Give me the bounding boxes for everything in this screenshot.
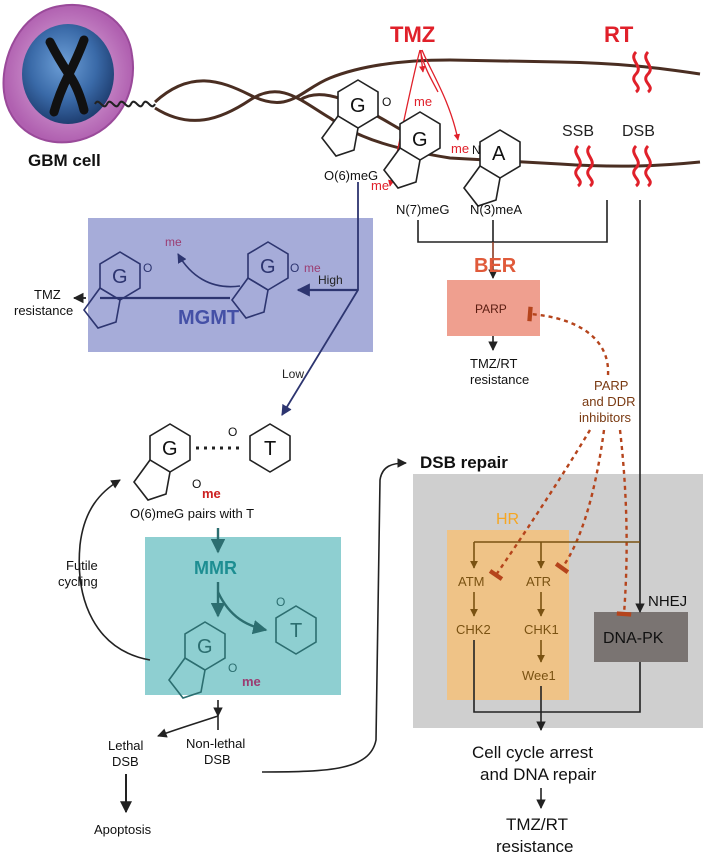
chk2-label: CHK2 xyxy=(456,622,491,637)
chk2-down-line xyxy=(473,640,641,713)
mgmt-substrate-base xyxy=(230,241,289,319)
o6meg-g: G xyxy=(350,95,366,117)
nonlethal-to-dsb-repair xyxy=(261,458,407,773)
rt-label: RT xyxy=(604,22,634,47)
n3mea-n: N xyxy=(472,143,481,157)
ssb-label: SSB xyxy=(562,123,594,140)
hr-label: HR xyxy=(496,511,519,528)
tmz-label: TMZ xyxy=(390,22,435,47)
o6meg-label-top: O(6)meG xyxy=(324,168,378,183)
atm-label: ATM xyxy=(458,574,484,589)
wee1-label: Wee1 xyxy=(522,668,556,683)
inhibitor-to-atr xyxy=(554,429,606,574)
dsb-label-top: DSB xyxy=(622,123,655,140)
tmz-resistance-line2: resistance xyxy=(14,303,73,318)
nonlethal-dsb-line1: Non-lethal xyxy=(186,736,245,751)
mmr-me: me xyxy=(242,674,261,689)
mgmt-substrate-g: G xyxy=(260,256,276,278)
parp-box xyxy=(447,280,540,336)
cell-cycle-arrest-line1: Cell cycle arrest xyxy=(472,743,593,762)
pair-t: T xyxy=(264,438,276,460)
final-resistance-line1: TMZ/RT xyxy=(506,815,568,834)
dna-strand-upper xyxy=(153,58,701,104)
futile-cycling-arrow xyxy=(78,479,151,661)
mmr-g: G xyxy=(197,636,213,658)
final-resistance-line2: resistance xyxy=(496,837,573,856)
lethal-dsb-line1: Lethal xyxy=(108,738,144,753)
dna-coil xyxy=(94,100,156,108)
mgmt-box xyxy=(88,218,373,352)
o6meg-o: O xyxy=(382,95,391,109)
dsb-break-lower xyxy=(632,144,652,188)
mgmt-product-g: G xyxy=(112,266,128,288)
tmz-rt-resistance-line1: TMZ/RT xyxy=(470,356,517,371)
mgmt-label: MGMT xyxy=(178,307,239,329)
futile-label-1: Futile xyxy=(66,558,98,573)
tmz-me-2: me xyxy=(451,141,469,156)
low-label: Low xyxy=(282,367,304,381)
n3mea-label: N(3)meA xyxy=(470,202,522,217)
excised-t: T xyxy=(290,620,302,642)
gbm-cell-label: GBM cell xyxy=(28,151,101,170)
ssb-break xyxy=(574,144,594,188)
parp-inhibitor-to-parp xyxy=(527,306,610,376)
dnapk-box xyxy=(594,612,688,662)
tmz-me-1: me xyxy=(414,94,432,109)
apoptosis-label: Apoptosis xyxy=(94,822,152,837)
parp-inhibitors-line3: inhibitors xyxy=(579,410,632,425)
n3mea-base xyxy=(462,129,521,207)
rt-dsb-break-top xyxy=(632,50,652,94)
atr-label: ATR xyxy=(526,574,551,589)
mmr-g-base xyxy=(167,621,226,699)
excised-t-base xyxy=(275,605,317,655)
excised-t-o: O xyxy=(276,595,285,609)
mmr-o: O xyxy=(228,661,237,675)
futile-label-2: cycling xyxy=(58,574,98,589)
mmr-excision-arrow xyxy=(216,591,268,635)
dsb-repair-label: DSB repair xyxy=(420,453,508,472)
pairs-with-t-label: O(6)meG pairs with T xyxy=(130,506,254,521)
pair-g-base xyxy=(132,423,191,501)
inhibitor-to-dnapk xyxy=(616,429,632,617)
chk1-label: CHK1 xyxy=(524,622,559,637)
pair-t-base xyxy=(249,423,291,473)
gbm-cell-illustration xyxy=(2,4,134,144)
pair-o: O xyxy=(192,477,201,491)
parp-inhibitors-line2: and DDR xyxy=(582,394,635,409)
high-label: High xyxy=(318,273,343,287)
mgmt-removed-me: me xyxy=(165,235,182,249)
tmz-me-3: me xyxy=(371,178,389,193)
mmr-label: MMR xyxy=(194,558,237,578)
pair-g: G xyxy=(162,438,178,460)
o6meg-base-top xyxy=(320,79,379,157)
tmz-rt-resistance-line2: resistance xyxy=(470,372,529,387)
pair-me: me xyxy=(202,486,221,501)
n7meg-base xyxy=(382,111,441,189)
n7meg-g: G xyxy=(412,129,428,151)
mgmt-product-o: O xyxy=(143,261,152,275)
nhej-label: NHEJ xyxy=(648,593,687,610)
mgmt-substrate-o: O xyxy=(290,261,299,275)
nonlethal-dsb-line2: DSB xyxy=(204,752,231,767)
dnapk-label: DNA-PK xyxy=(603,630,664,647)
n7meg-label: N(7)meG xyxy=(396,202,449,217)
n3mea-a: A xyxy=(492,143,506,165)
lethal-dsb-line2: DSB xyxy=(112,754,139,769)
pair-t-o: O xyxy=(228,425,237,439)
ber-label: BER xyxy=(474,255,517,277)
parp-inhibitors-line1: PARP xyxy=(594,378,628,393)
parp-box-label: PARP xyxy=(475,302,507,316)
cell-cycle-arrest-line2: and DNA repair xyxy=(480,765,597,784)
mgmt-substrate-me: me xyxy=(304,261,321,275)
tmz-resistance-line1: TMZ xyxy=(34,287,61,302)
ber-bracket xyxy=(417,200,608,243)
